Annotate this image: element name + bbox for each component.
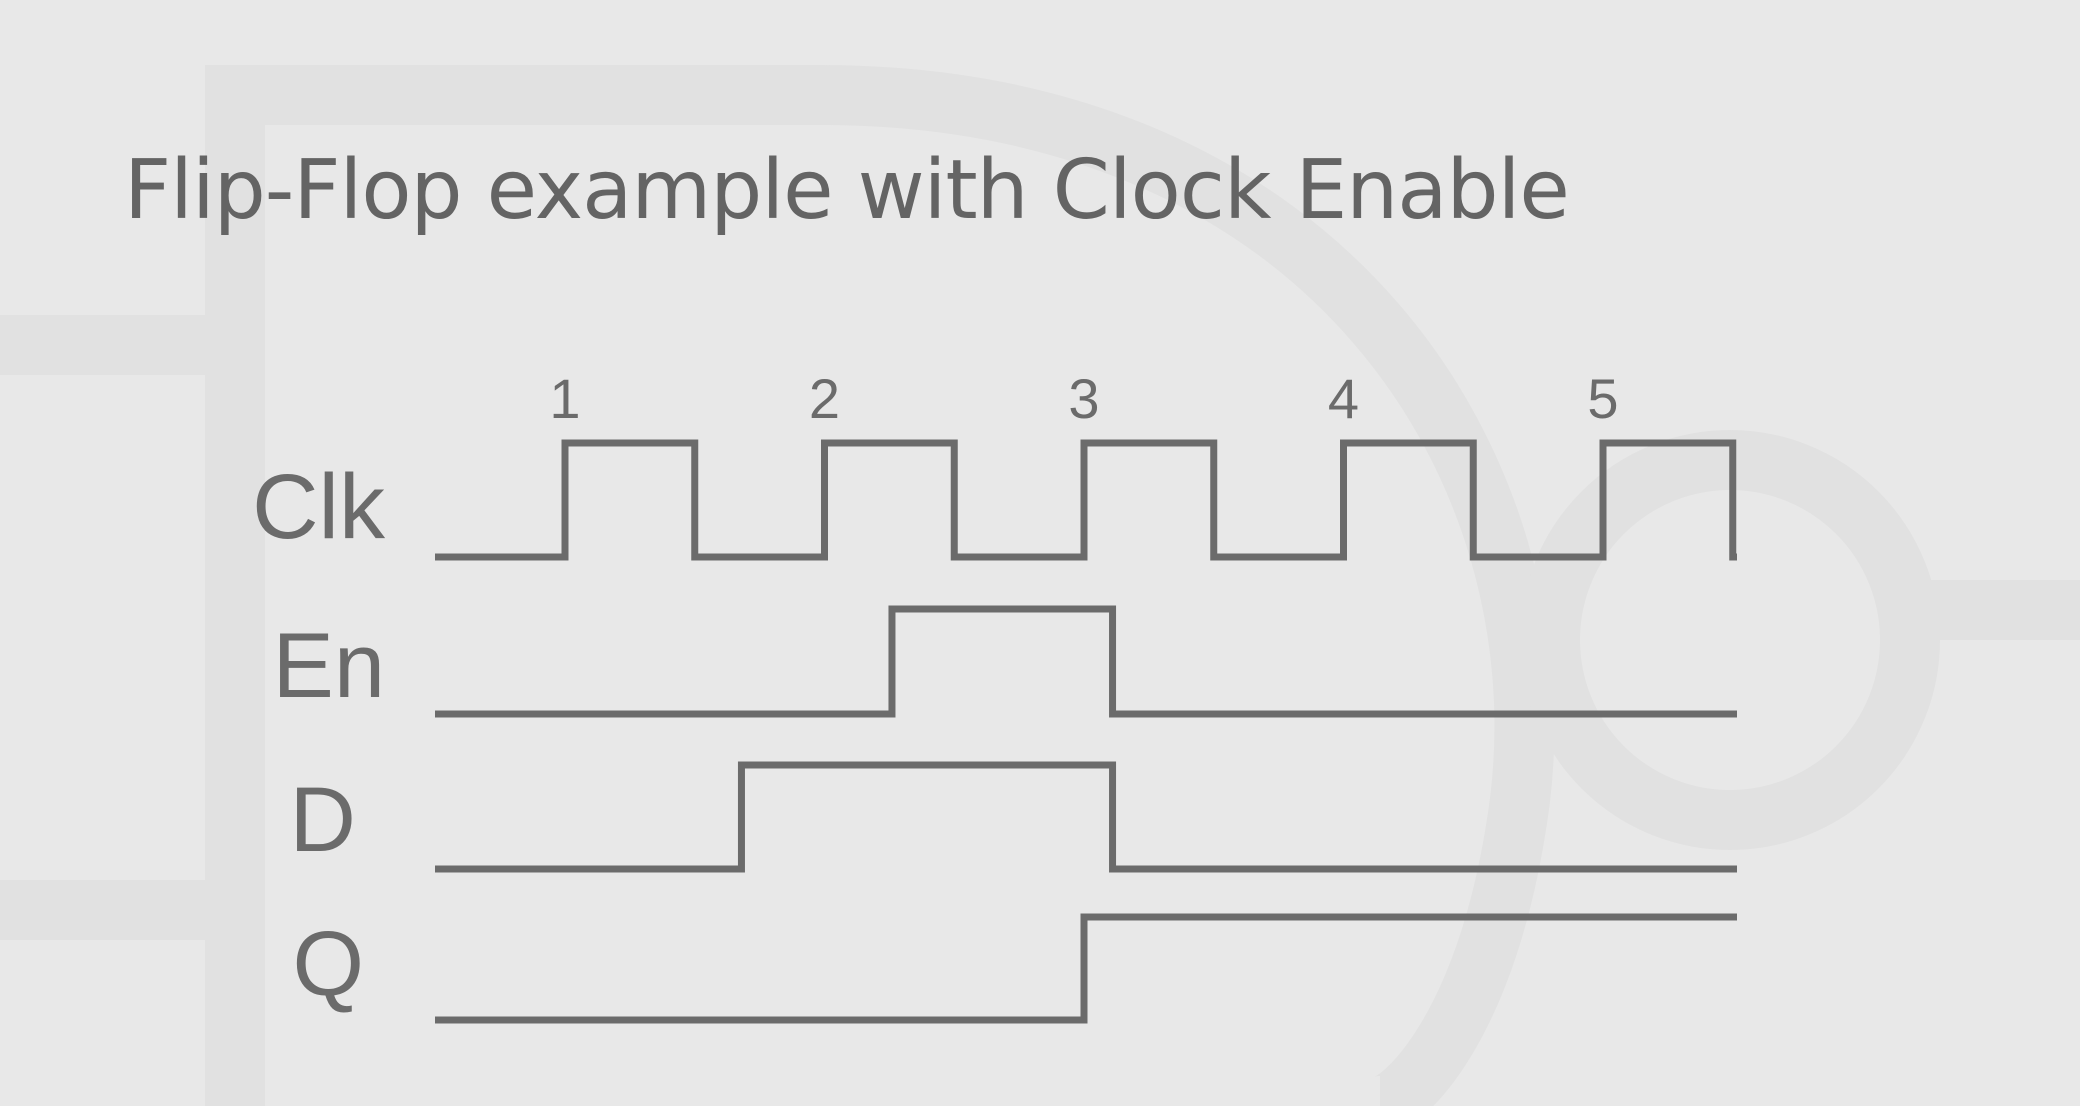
cycle-number-labels: 1 2 3 4 5: [549, 367, 1618, 430]
cycle-number-4: 4: [1328, 367, 1359, 430]
waveform-en: [435, 605, 1737, 718]
cycle-number-5: 5: [1587, 367, 1618, 430]
cycle-number-3: 3: [1068, 367, 1099, 430]
signal-label-en: En: [272, 615, 385, 717]
cycle-number-1: 1: [549, 367, 580, 430]
signal-label-clk: Clk: [252, 456, 386, 558]
waveform-d: [435, 761, 1737, 873]
cycle-number-2: 2: [809, 367, 840, 430]
waveform-clk: [435, 439, 1737, 561]
slide-title: Flip-Flop example with Clock Enable: [124, 143, 1570, 238]
signal-label-q: Q: [292, 913, 364, 1015]
waveform-q: [435, 913, 1737, 1024]
signal-label-d: D: [290, 769, 356, 871]
